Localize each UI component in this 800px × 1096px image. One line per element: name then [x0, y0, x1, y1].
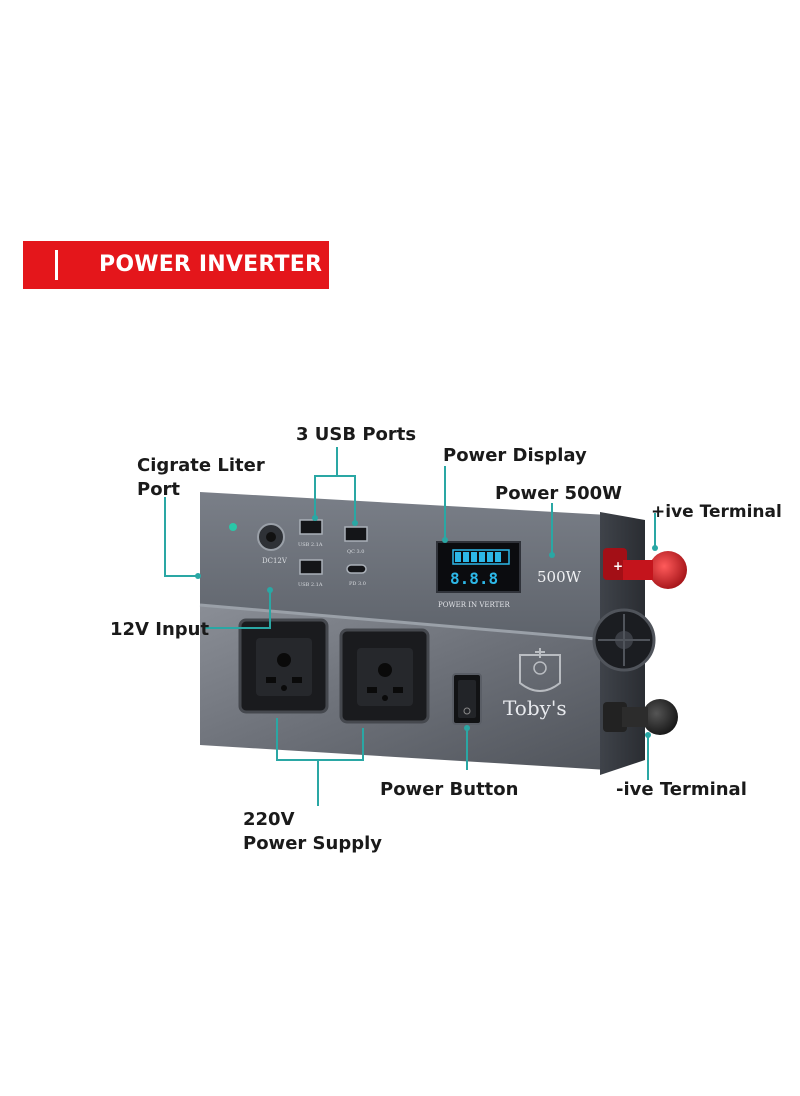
- title-banner: POWER INVERTER: [23, 241, 329, 289]
- label-cigarette-port-line2: Port: [137, 479, 181, 500]
- display-readout: 8.8.8: [450, 569, 498, 588]
- panel-seam: [199, 603, 609, 642]
- dc-port-label: DC12V: [262, 557, 288, 565]
- negative-terminal: [603, 699, 678, 735]
- ac-socket-1: [238, 618, 329, 714]
- usb-port-3: [299, 559, 323, 575]
- callout-dots: [195, 515, 658, 738]
- power-switch: [452, 673, 482, 725]
- brand-crest: [519, 648, 561, 692]
- label-power-button: Power Button: [380, 779, 519, 800]
- label-supply-line2: Power Supply: [243, 833, 382, 854]
- brand-name: Toby's: [503, 696, 567, 720]
- dc-12v-port: [257, 523, 285, 551]
- ac-socket-2: [339, 628, 430, 724]
- usb-port-1-label: USB 2.1A: [298, 542, 323, 548]
- usb-port-2-label: QC 3.0: [347, 549, 364, 555]
- label-negative-terminal: -ive Terminal: [616, 779, 747, 800]
- watt-rating: 500W: [537, 568, 582, 586]
- label-cigarette-port-line1: Cigrate Liter: [137, 455, 265, 476]
- status-led: [229, 523, 237, 531]
- label-12v-input: 12V Input: [110, 619, 210, 640]
- usb-port-3-label: USB 2.1A: [298, 582, 323, 588]
- panel-label: POWER IN VERTER: [438, 601, 510, 609]
- svg-text:+: +: [613, 559, 623, 573]
- usb-port-2: [344, 526, 368, 542]
- banner-divider: [55, 250, 58, 280]
- label-power-display: Power Display: [443, 445, 587, 466]
- usb-port-1: [299, 519, 323, 535]
- positive-terminal: +: [603, 548, 687, 589]
- power-display-screen: [436, 541, 521, 593]
- label-supply-line1: 220V: [243, 809, 295, 830]
- banner-title: POWER INVERTER: [99, 252, 323, 277]
- label-power-500w: Power 500W: [495, 483, 622, 504]
- label-usb-ports: 3 USB Ports: [296, 424, 417, 445]
- cooling-fan: [592, 608, 656, 672]
- usb-c-port: [346, 564, 367, 574]
- usb-c-label: PD 3.0: [349, 581, 366, 587]
- label-positive-terminal: +ive Terminal: [651, 502, 782, 522]
- callout-lines: [164, 447, 656, 806]
